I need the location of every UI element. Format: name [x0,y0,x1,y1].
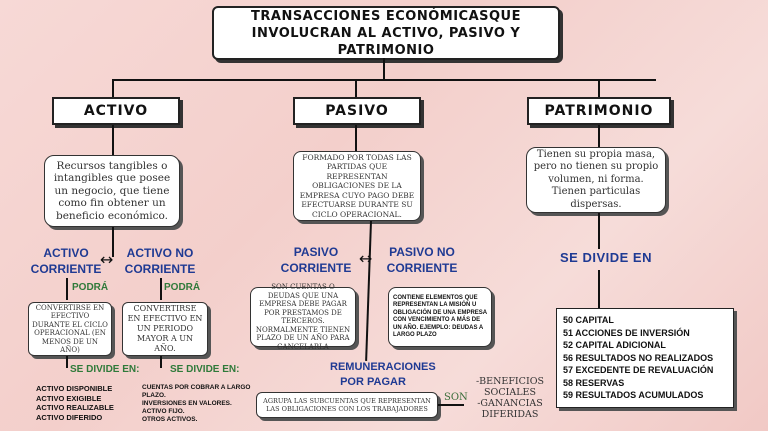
list-item: CUENTAS POR COBRAR A LARGO PLAZO. [142,384,251,399]
pasivo-definition-text: FORMADO POR TODAS LAS PARTIDAS QUE REPRE… [299,152,415,219]
son-label: SON [444,392,468,403]
patrimonio-header: PATRIMONIO [527,97,671,125]
remuneraciones-text: AGRUPA LAS SUBCUENTAS QUE REPRESENTAN LA… [263,397,431,413]
connector-patrimonio [598,79,600,97]
connector-divide-2 [160,356,162,368]
activo-no-corriente-list: CUENTAS POR COBRAR A LARGO PLAZO. INVERS… [142,384,252,424]
activo-no-corriente-text: CONVERTIRSE EN EFECTIVO EN UN PERIODO MA… [127,304,203,353]
connector-pasivo [355,79,357,97]
activo-corriente-text: CONVERTIRSE EN EFECTIVO DURANTE EL CICLO… [32,303,108,355]
podra-label-1: PODRÁ [72,282,109,293]
list-item: 52 CAPITAL ADICIONAL [563,340,666,350]
list-item: 59 RESULTADOS ACUMULADOS [563,390,704,400]
pasivo-no-corriente-card: CONTIENE ELEMENTOS QUE REPRESENTAN LA MI… [388,287,492,347]
se-divide-2: SE DIVIDE EN: [170,364,240,375]
connector-corriente-down [66,278,68,300]
connector-son [438,404,464,406]
connector-activo-split [112,227,114,257]
connector-divide-1 [66,356,68,368]
son-list: -BENEFICIOS SOCIALES -GANANCIAS DIFERIDA… [470,376,550,420]
activo-definition-card: Recursos tangibles o intangibles que pos… [44,155,180,227]
list-item: 50 CAPITAL [563,315,614,325]
activo-corriente-label: ACTIVO CORRIENTE [30,246,102,276]
activo-no-corriente-card: CONVERTIRSE EN EFECTIVO EN UN PERIODO MA… [122,302,208,356]
pasivo-corriente-label: PASIVO CORRIENTE [280,245,352,275]
double-arrow-icon-2: ↔ [359,249,373,268]
connector-patrimonio-card [598,125,600,147]
patrimonio-definition-text: Tienen su propia masa, pero no tienen su… [533,148,659,210]
pasivo-corriente-text: SON CUENTAS O DEUDAS QUE UNA EMPRESA DEB… [255,283,351,351]
list-item: ACTIVO REALIZABLE [36,403,114,412]
list-item: -BENEFICIOS SOCIALES [475,376,545,398]
connector-patrimonio-list [598,270,600,308]
diagram-title: TRANSACCIONES ECONÓMICASQUE INVOLUCRAN A… [212,6,560,60]
list-item: OTROS ACTIVOS. [142,416,198,423]
list-item: ACTIVO EXIGIBLE [36,393,102,403]
list-item: ACTIVO FIJO. [142,408,185,415]
connector-pasivo-card [355,125,357,151]
activo-definition-text: Recursos tangibles o intangibles que pos… [53,159,171,222]
se-divide-1: SE DIVIDE EN: [70,364,140,375]
double-arrow-icon: ↔ [100,250,114,269]
list-item: 57 EXCEDENTE DE REVALUACIÓN [563,365,714,375]
patrimonio-list-card: 50 CAPITAL 51 ACCIONES DE INVERSIÓN 52 C… [556,308,734,408]
list-item: ACTIVO DIFERIDO [36,412,103,422]
list-item: 56 RESULTADOS NO REALIZADOS [563,352,714,363]
pasivo-corriente-card: SON CUENTAS O DEUDAS QUE UNA EMPRESA DEB… [250,283,356,351]
list-item: ACTIVO DISPONIBLE [36,384,113,393]
list-item: 51 ACCIONES DE INVERSIÓN [563,327,690,338]
list-item: INVERSIONES EN VALORES. [142,400,232,407]
activo-header: ACTIVO [52,97,180,125]
pasivo-no-corriente-label: PASIVO NO CORRIENTE [386,245,458,275]
activo-corriente-list: ACTIVO DISPONIBLE ACTIVO EXIGIBLE ACTIVO… [36,384,114,422]
podra-label-2: PODRÁ [164,282,201,293]
remuneraciones-card: AGRUPA LAS SUBCUENTAS QUE REPRESENTAN LA… [256,392,438,418]
pasivo-no-corriente-text: CONTIENE ELEMENTOS QUE REPRESENTAN LA MI… [393,294,487,339]
activo-no-corriente-label: ACTIVO NO CORRIENTE [124,246,196,276]
connector-patrimonio-divide [598,213,600,249]
activo-corriente-card: CONVERTIRSE EN EFECTIVO DURANTE EL CICLO… [28,302,112,356]
connector-activo [112,79,114,97]
remuneraciones-label: REMUNERACIONES POR PAGAR [330,361,436,388]
connector-activo-card [112,125,114,155]
connector-pasivo-split [365,220,372,361]
patrimonio-definition-card: Tienen su propia masa, pero no tienen su… [526,147,666,213]
connector-no-corriente-down [160,278,162,300]
pasivo-header: PASIVO [293,97,421,125]
connector-horizontal [112,79,656,81]
patrimonio-list: 50 CAPITAL 51 ACCIONES DE INVERSIÓN 52 C… [563,314,727,402]
list-item: -GANANCIAS DIFERIDAS [477,398,543,420]
pasivo-definition-card: FORMADO POR TODAS LAS PARTIDAS QUE REPRE… [293,151,421,221]
patrimonio-se-divide: SE DIVIDE EN [560,250,652,265]
list-item: 58 RESERVAS [563,377,625,388]
connector-title-down [383,58,385,80]
